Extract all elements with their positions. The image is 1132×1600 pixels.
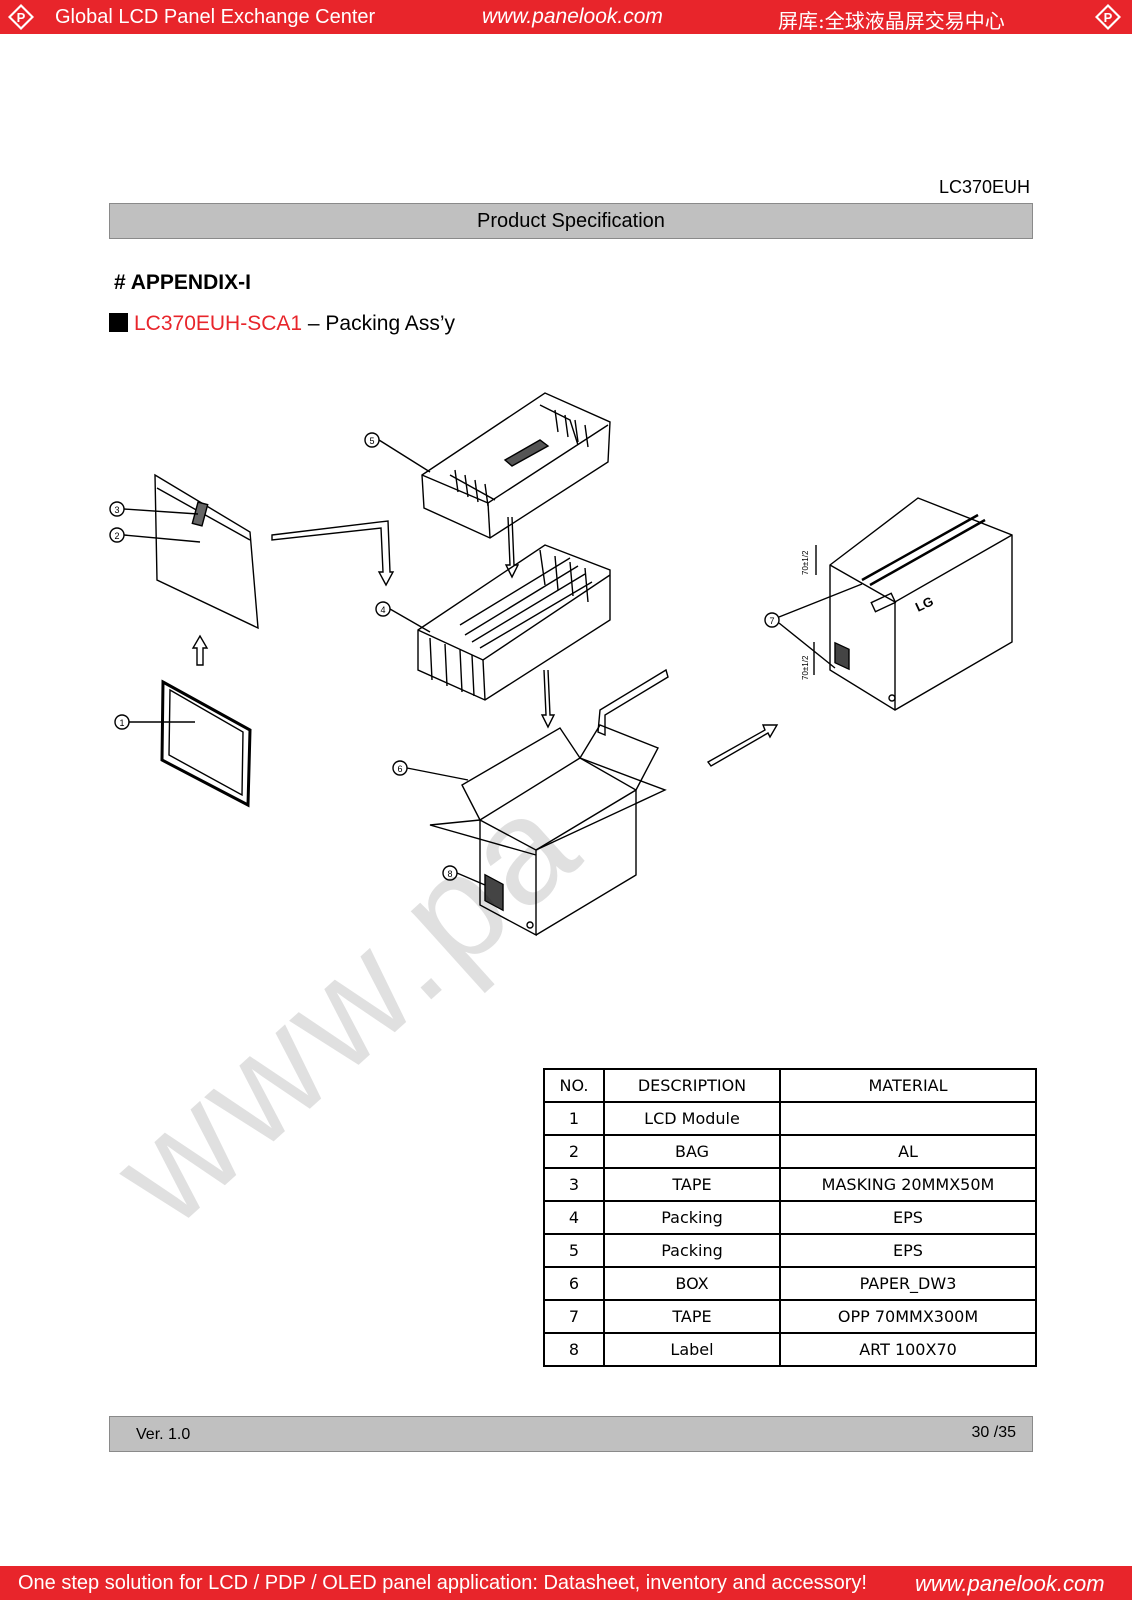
footer-bar: Ver. 1.0 30 /35 bbox=[109, 1416, 1033, 1452]
bullet-square-icon bbox=[109, 313, 128, 332]
spec-title-bar: Product Specification bbox=[109, 203, 1033, 239]
sealed-box-drawing: LG 70±1/2 70±1/2 bbox=[801, 497, 1013, 711]
down-arrow-icon-2 bbox=[540, 669, 556, 729]
section-subtitle: LC370EUH-SCA1 – Packing Ass’y bbox=[109, 312, 455, 336]
cell-description: Packing bbox=[603, 1200, 781, 1235]
callout-5: 5 bbox=[364, 432, 431, 473]
to-sealed-box-arrow-icon bbox=[706, 724, 779, 767]
header-description: DESCRIPTION bbox=[603, 1068, 781, 1103]
cell-material: AL bbox=[779, 1134, 1037, 1169]
bottom-url-link[interactable]: www.panelook.com bbox=[915, 1571, 1105, 1596]
svg-text:4: 4 bbox=[380, 605, 385, 615]
svg-text:2: 2 bbox=[114, 531, 119, 541]
cell-no: 7 bbox=[543, 1299, 605, 1334]
cell-material: EPS bbox=[779, 1233, 1037, 1268]
svg-text:7: 7 bbox=[769, 616, 774, 626]
cell-description: BAG bbox=[603, 1134, 781, 1169]
cell-no: 5 bbox=[543, 1233, 605, 1268]
cell-description: BOX bbox=[603, 1266, 781, 1301]
up-arrow-icon bbox=[191, 634, 209, 666]
cell-no: 6 bbox=[543, 1266, 605, 1301]
cell-no: 1 bbox=[543, 1101, 605, 1136]
cell-material: ART 100X70 bbox=[779, 1332, 1037, 1367]
cell-description: TAPE bbox=[603, 1299, 781, 1334]
header-no: NO. bbox=[543, 1068, 605, 1103]
svg-text:P: P bbox=[1104, 10, 1113, 25]
cell-description: LCD Module bbox=[603, 1101, 781, 1136]
cell-material bbox=[779, 1101, 1037, 1136]
bag-drawing bbox=[154, 473, 259, 630]
svg-text:3: 3 bbox=[114, 505, 119, 515]
svg-text:6: 6 bbox=[397, 764, 402, 774]
svg-text:8: 8 bbox=[447, 869, 452, 879]
header-url-link[interactable]: www.panelook.com bbox=[482, 5, 663, 28]
packing-assembly-diagram: LG 70±1/2 70±1/2 1 2 3 4 5 6 7 8 bbox=[109, 392, 1013, 937]
header-title: Global LCD Panel Exchange Center bbox=[55, 6, 376, 28]
cell-description: Label bbox=[603, 1332, 781, 1367]
callout-7: 7 bbox=[764, 583, 863, 669]
callout-6: 6 bbox=[392, 760, 469, 781]
svg-text:5: 5 bbox=[369, 436, 374, 446]
bag-arrow-icon bbox=[271, 520, 395, 587]
callout-3: 3 bbox=[109, 501, 199, 517]
cell-no: 4 bbox=[543, 1200, 605, 1235]
spec-title: Product Specification bbox=[477, 210, 665, 232]
svg-text:P: P bbox=[17, 10, 26, 25]
page-number: 30 /35 bbox=[971, 1424, 1016, 1441]
bottom-eps-packing-drawing bbox=[417, 544, 611, 701]
cell-no: 3 bbox=[543, 1167, 605, 1202]
cell-no: 2 bbox=[543, 1134, 605, 1169]
header-material: MATERIAL bbox=[779, 1068, 1037, 1103]
callout-1: 1 bbox=[114, 714, 195, 730]
cell-material: OPP 70MMX300M bbox=[779, 1299, 1037, 1334]
cell-description: Packing bbox=[603, 1233, 781, 1268]
header-chinese-title: 屏库:全球液晶屏交易中心 bbox=[778, 9, 1005, 33]
callout-2: 2 bbox=[109, 527, 201, 543]
appendix-heading: # APPENDIX-I bbox=[114, 271, 251, 294]
cell-material: PAPER_DW3 bbox=[779, 1266, 1037, 1301]
svg-text:LG: LG bbox=[913, 593, 936, 614]
subtitle-model-code: LC370EUH-SCA1 bbox=[134, 312, 303, 335]
lcd-module-drawing bbox=[160, 679, 252, 808]
cell-description: TAPE bbox=[603, 1167, 781, 1202]
down-arrow-icon bbox=[504, 516, 520, 579]
panelook-logo-icon-right: P bbox=[1095, 4, 1121, 30]
svg-text:1: 1 bbox=[119, 718, 124, 728]
cell-no: 8 bbox=[543, 1332, 605, 1367]
dim-label-top: 70±1/2 bbox=[801, 550, 810, 575]
header-bar: P Global LCD Panel Exchange Center www.p… bbox=[0, 0, 1132, 34]
bottom-tagline: One step solution for LCD / PDP / OLED p… bbox=[18, 1572, 867, 1594]
flap-arrow-icon bbox=[597, 668, 669, 737]
model-number: LC370EUH bbox=[938, 177, 1030, 197]
subtitle-text: – Packing Ass’y bbox=[302, 312, 455, 335]
callout-8: 8 bbox=[442, 865, 486, 886]
top-eps-packing-drawing bbox=[421, 392, 611, 539]
cell-material: EPS bbox=[779, 1200, 1037, 1235]
panelook-logo-icon: P bbox=[8, 4, 34, 30]
table-header-row: NO. DESCRIPTION MATERIAL bbox=[543, 1068, 1037, 1103]
dim-label-bottom: 70±1/2 bbox=[801, 655, 810, 680]
open-box-drawing bbox=[429, 724, 667, 937]
callout-4: 4 bbox=[375, 601, 431, 633]
version-label: Ver. 1.0 bbox=[136, 1426, 191, 1443]
cell-material: MASKING 20MMX50M bbox=[779, 1167, 1037, 1202]
bottom-bar: One step solution for LCD / PDP / OLED p… bbox=[0, 1566, 1132, 1600]
